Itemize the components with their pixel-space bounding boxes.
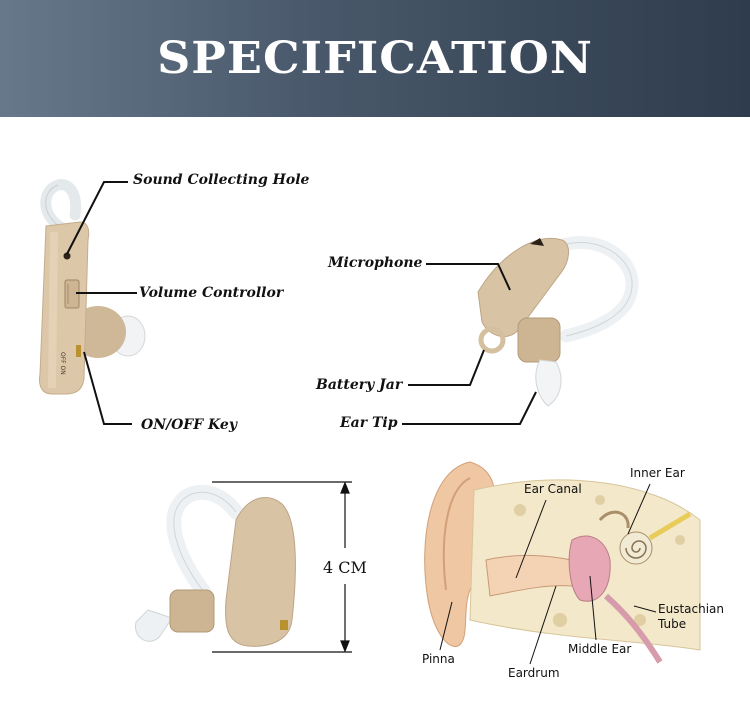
label-eardrum: Eardrum	[508, 666, 560, 680]
label-battery-jar: Battery Jar	[316, 377, 402, 393]
label-sound-collecting-hole: Sound Collecting Hole	[133, 172, 309, 188]
label-inner-ear: Inner Ear	[630, 466, 685, 480]
label-middle-ear: Middle Ear	[568, 642, 631, 656]
label-microphone: Microphone	[328, 255, 422, 271]
label-ear-canal: Ear Canal	[524, 482, 582, 496]
label-onoff-key: ON/OFF Key	[141, 417, 237, 433]
label-eustachian-tube: Eustachian Tube	[658, 602, 724, 632]
switch-text: OFF ON	[59, 352, 66, 375]
hearing-aid-front-image: OFF ON	[40, 185, 146, 394]
label-volume-controller: Volume Controllor	[139, 285, 283, 301]
dimension-label: 4 CM	[323, 558, 367, 577]
label-pinna: Pinna	[422, 652, 455, 666]
label-ear-tip: Ear Tip	[340, 415, 398, 431]
hearing-aid-side-image	[478, 238, 632, 406]
hearing-aid-dimension-image	[135, 492, 295, 646]
